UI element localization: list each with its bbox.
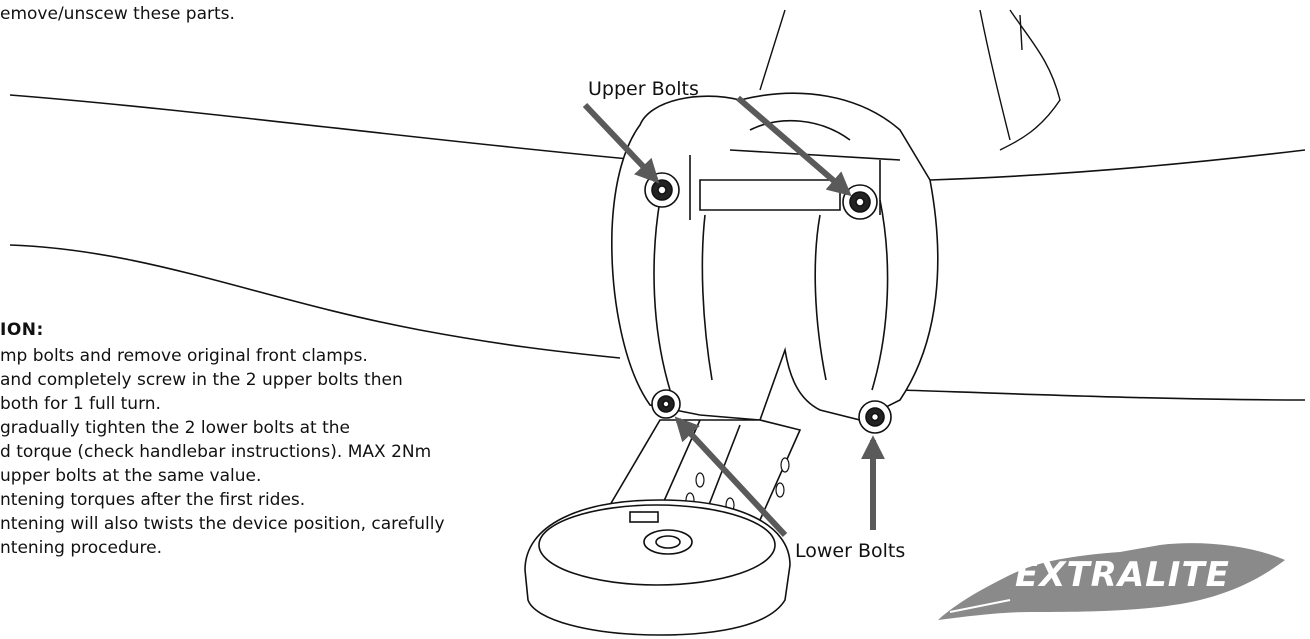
intro-text: emove/unscew these parts. (0, 4, 235, 24)
clamp-body (611, 92, 939, 421)
instruction-line: mp bolts and remove original front clamp… (0, 346, 368, 366)
extralite-logo (938, 543, 1285, 620)
logo-wordmark: EXTRALITE (1015, 555, 1230, 595)
instruction-line: upper bolts at the same value. (0, 466, 262, 486)
device-mount-disc (524, 499, 791, 636)
steerer-lines (759, 9, 1061, 151)
bolt-lower-left (651, 389, 681, 419)
arrow-lower-left (674, 416, 788, 538)
handlebar (9, 94, 1306, 401)
bolt-upper-right (842, 184, 878, 220)
instruction-line: both for 1 full turn. (0, 394, 161, 414)
bolt-upper-left (644, 172, 680, 208)
lower-bolts-label: Lower Bolts (795, 540, 906, 562)
callout-arrows (582, 95, 885, 538)
instruction-line: ntening procedure. (0, 538, 163, 558)
instruction-line: d torque (check handlebar instructions).… (0, 442, 432, 462)
bolt-lower-right (858, 400, 892, 434)
instruction-line: ntening torques after the first rides. (0, 490, 306, 510)
arrow-upper-right (736, 95, 852, 197)
upper-bolts-label: Upper Bolts (588, 78, 699, 100)
instruction-line: and completely screw in the 2 upper bolt… (0, 370, 403, 390)
arrow-upper-left (582, 102, 660, 184)
feather-shape (938, 543, 1285, 620)
instruction-line: gradually tighten the 2 lower bolts at t… (0, 418, 350, 438)
instruction-line: ntening will also twists the device posi… (0, 514, 445, 534)
instructions-heading: ION: (0, 320, 44, 340)
